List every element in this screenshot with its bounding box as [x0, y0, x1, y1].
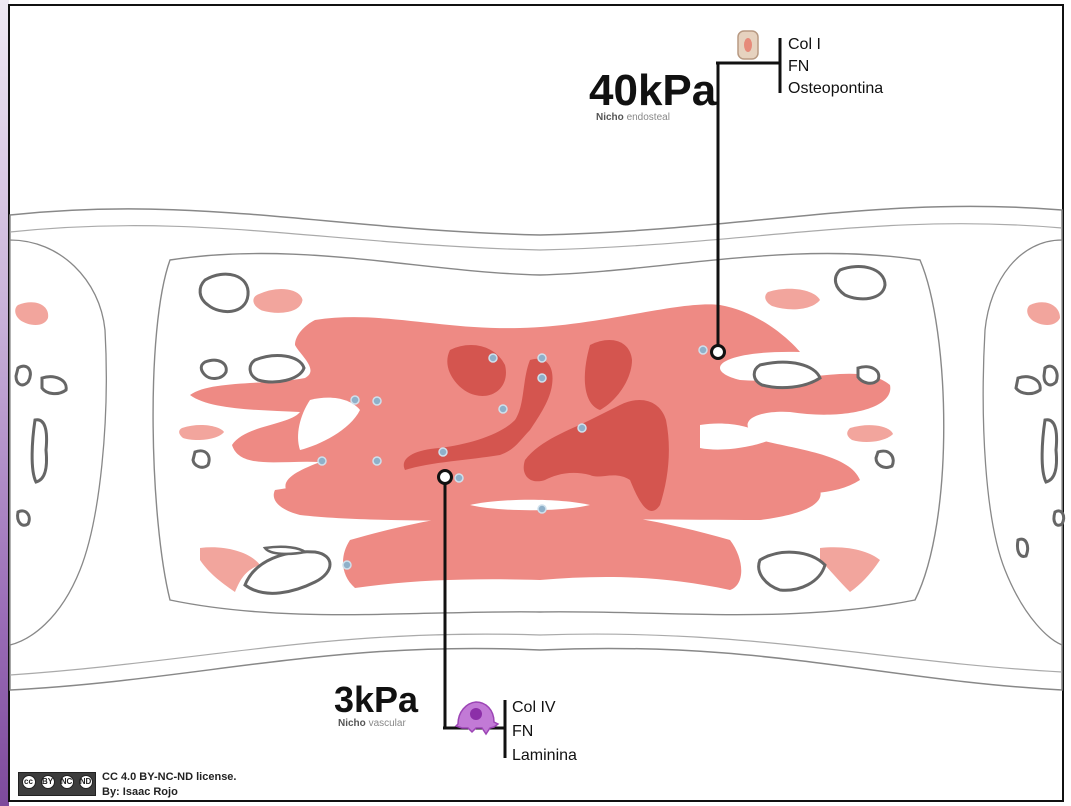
- ecm-item: Osteopontina: [788, 80, 883, 97]
- bone-island: [1016, 377, 1040, 394]
- ecm-item: Col I: [788, 36, 821, 53]
- bone-island: [32, 420, 46, 482]
- bone-island: [835, 266, 885, 298]
- bone-island: [265, 547, 305, 554]
- license-block: cc BY NC ND CC 4.0 BY-NC-ND license. By:…: [18, 770, 378, 800]
- cc-license-badge[interactable]: cc BY NC ND: [18, 772, 96, 796]
- cell-dot: [538, 354, 546, 362]
- stiffness-value-top: 40kPa: [589, 66, 717, 115]
- cell-dot: [499, 405, 507, 413]
- bone-island: [1017, 539, 1027, 556]
- ecm-item: Col IV: [512, 699, 556, 716]
- bone-island: [250, 356, 304, 382]
- by-icon: BY: [41, 775, 55, 789]
- niche-label-bottom: Nicho vascular: [338, 718, 406, 729]
- license-text: CC 4.0 BY-NC-ND license.: [102, 771, 236, 783]
- cc-icon: cc: [22, 775, 36, 789]
- cell-dot: [351, 396, 359, 404]
- ecm-item: Laminina: [512, 747, 577, 764]
- author-credit: By: Isaac Rojo: [102, 786, 178, 798]
- cell-dot: [578, 424, 586, 432]
- bone-island: [1054, 511, 1064, 525]
- bone-island: [42, 377, 66, 394]
- cell-dot: [439, 448, 447, 456]
- cell-dot: [318, 457, 326, 465]
- cell-dot: [489, 354, 497, 362]
- ecm-item: FN: [512, 723, 533, 740]
- cell-dot: [538, 374, 546, 382]
- nd-icon: ND: [79, 775, 93, 789]
- cell-dot: [343, 561, 351, 569]
- callout-marker: [439, 471, 452, 484]
- stiffness-value-bottom: 3kPa: [334, 679, 419, 720]
- bone-island: [1044, 366, 1057, 385]
- bone-island: [201, 360, 226, 378]
- bone-island: [16, 366, 30, 385]
- callout-marker: [712, 346, 725, 359]
- osteoblast-nucleus: [744, 38, 752, 52]
- bone-island: [858, 367, 879, 384]
- nc-icon: NC: [60, 775, 74, 789]
- cell-dot: [455, 474, 463, 482]
- cell-dot: [373, 397, 381, 405]
- bone-island: [18, 511, 30, 525]
- vascular-cell-nucleus: [470, 708, 482, 720]
- cell-dot: [699, 346, 707, 354]
- cell-dot: [373, 457, 381, 465]
- bone-island: [876, 451, 893, 467]
- bone-island: [1042, 420, 1056, 482]
- bone-island: [193, 451, 209, 467]
- niche-label-top: Nicho endosteal: [596, 112, 670, 123]
- bone-island: [200, 274, 248, 311]
- cell-dot: [538, 505, 546, 513]
- ecm-item: FN: [788, 58, 809, 75]
